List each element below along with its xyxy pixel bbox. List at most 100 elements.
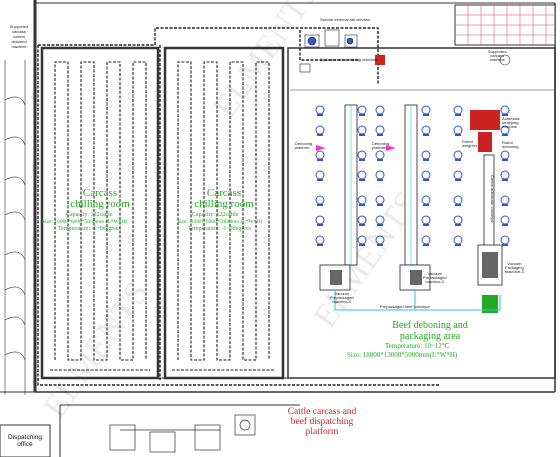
workstation-chair xyxy=(500,235,510,245)
workstation-seat xyxy=(423,179,429,181)
deboning-line-1 xyxy=(319,104,358,291)
label-line: Automatic xyxy=(502,116,520,121)
label-line: machine xyxy=(502,124,518,129)
label-line: Prepackaged xyxy=(330,295,354,300)
workstation-seat xyxy=(359,244,365,246)
workstation-seat xyxy=(455,204,461,206)
label-line: platform xyxy=(372,145,387,150)
deboning-area-label: Beef deboning and packaging area xyxy=(340,320,520,342)
workstation-seat xyxy=(423,244,429,246)
dispatch-line1: Cattle carcass and xyxy=(287,407,357,417)
chilling-room-1-size: Size: 16000*6000*5000mm (L*W*H) xyxy=(42,219,128,225)
supported-machine-label: Supported carcass cutters descend machin… xyxy=(6,24,32,49)
label-line: machine xyxy=(11,44,27,49)
hatched-room xyxy=(454,4,556,66)
workstation-seat xyxy=(377,244,383,246)
dispatch-machinery xyxy=(109,414,256,453)
workstation-seat xyxy=(359,204,365,206)
workstation-seat xyxy=(377,224,383,226)
workstation-chair xyxy=(421,125,431,135)
workstation-seat xyxy=(423,204,429,206)
chilling-room-2-title-line1: Carcass xyxy=(206,187,242,199)
workstation-chair xyxy=(315,150,325,160)
main-rail xyxy=(37,27,440,386)
dispatch-platform-label: Cattle carcass and beef dispatching plat… xyxy=(262,407,382,437)
workstation-chair xyxy=(421,150,431,160)
vacuum-2-label: Vacuum Prepackaged machine-2 xyxy=(423,272,447,284)
workstation-chair xyxy=(453,150,463,160)
chilling-room-1-rails xyxy=(50,61,150,371)
label-line: Packaging xyxy=(505,265,524,270)
robot-deboning-label: Robot deboning xyxy=(502,141,518,149)
deboning-temp: Temperature: 10~12℃ xyxy=(385,342,450,350)
workstation-seat xyxy=(359,134,365,136)
workstation-chair xyxy=(500,105,510,115)
label-line: Vacuum xyxy=(334,291,349,296)
workstation-seat xyxy=(377,134,383,136)
label-line: carcass xyxy=(12,29,26,34)
workstation-seat xyxy=(423,134,429,136)
workstation-seat xyxy=(377,159,383,161)
workstation-seat xyxy=(359,224,365,226)
workstation-chair xyxy=(421,235,431,245)
chilling-room-1-label: Carcass chilling room xyxy=(44,188,156,210)
ventilation-label-1: Special external-rail elevator xyxy=(320,17,371,22)
chilling-room-2-capacity: Capacity: 122cattle xyxy=(192,212,239,218)
workstation-chair xyxy=(375,195,385,205)
deboning-size: Size: 18000*13000*5000mm(L*W*H) xyxy=(347,351,458,359)
label-line: Deboning xyxy=(372,141,390,146)
workstation-seat xyxy=(502,244,508,246)
workstation-chair xyxy=(315,215,325,225)
chilling-room-2-size: Size: 16000*6000*5000mm (L*W*H) xyxy=(177,219,263,225)
chilling-room-1-temp: Temperature: -1~0degrees xyxy=(58,226,121,232)
workstation-seat xyxy=(317,244,323,246)
workstation-seat xyxy=(317,224,323,226)
workstation-seat xyxy=(317,159,323,161)
workstation-seat xyxy=(359,179,365,181)
label-line: machine-1 xyxy=(332,299,352,304)
robot-weighter-label: Robot weighter xyxy=(462,140,477,148)
chilling-room-1-title-line2: chilling room xyxy=(70,198,130,210)
workstation-seat xyxy=(377,114,383,116)
deboning-platform-2-label: Deboning platform xyxy=(372,142,389,150)
office-line2: office xyxy=(17,441,33,448)
workstation-chair xyxy=(500,195,510,205)
conveyor-label: Prepackaged beef conveyor xyxy=(380,304,430,309)
watermark-text-2: ELMENTS xyxy=(36,275,156,425)
workstation-chair xyxy=(375,125,385,135)
workstation-chair xyxy=(357,105,367,115)
workstation-seat xyxy=(423,159,429,161)
chilling-room-2-temp: Temperature: -1~0degrees xyxy=(188,226,251,232)
label-line: Vacuum xyxy=(427,271,442,276)
label-line: platform xyxy=(295,145,310,150)
workstation-seat xyxy=(502,224,508,226)
workstation-seat xyxy=(317,204,323,206)
dispatch-line3: platform xyxy=(305,427,339,437)
workstation-seat xyxy=(455,224,461,226)
label-line: descend xyxy=(11,39,27,44)
label-line: Robot xyxy=(462,139,473,144)
workstation-seat xyxy=(317,179,323,181)
workstation-chair xyxy=(315,125,325,135)
workstation-chair xyxy=(421,105,431,115)
workstation-seat xyxy=(317,114,323,116)
workstation-chair xyxy=(500,150,510,160)
label-line: Vacuum xyxy=(507,261,522,266)
workstation-chair xyxy=(453,125,463,135)
balcony-label: Supported carcass machine xyxy=(488,50,506,62)
label-line: strapping xyxy=(502,120,519,125)
workstation-chair xyxy=(357,170,367,180)
workstation-chair xyxy=(357,125,367,135)
label-line: machine-2 xyxy=(425,279,445,284)
workstation-chair xyxy=(375,170,385,180)
workstation-chair xyxy=(315,235,325,245)
workstation-chair xyxy=(453,195,463,205)
workstation-seat xyxy=(377,204,383,206)
workstation-seat xyxy=(502,159,508,161)
workstation-chair xyxy=(453,105,463,115)
workstation-seat xyxy=(455,179,461,181)
workstation-seat xyxy=(502,204,508,206)
deboning-title-line2: packaging area xyxy=(399,331,461,342)
workstation-chairs xyxy=(315,105,510,246)
workstation-chair xyxy=(357,150,367,160)
